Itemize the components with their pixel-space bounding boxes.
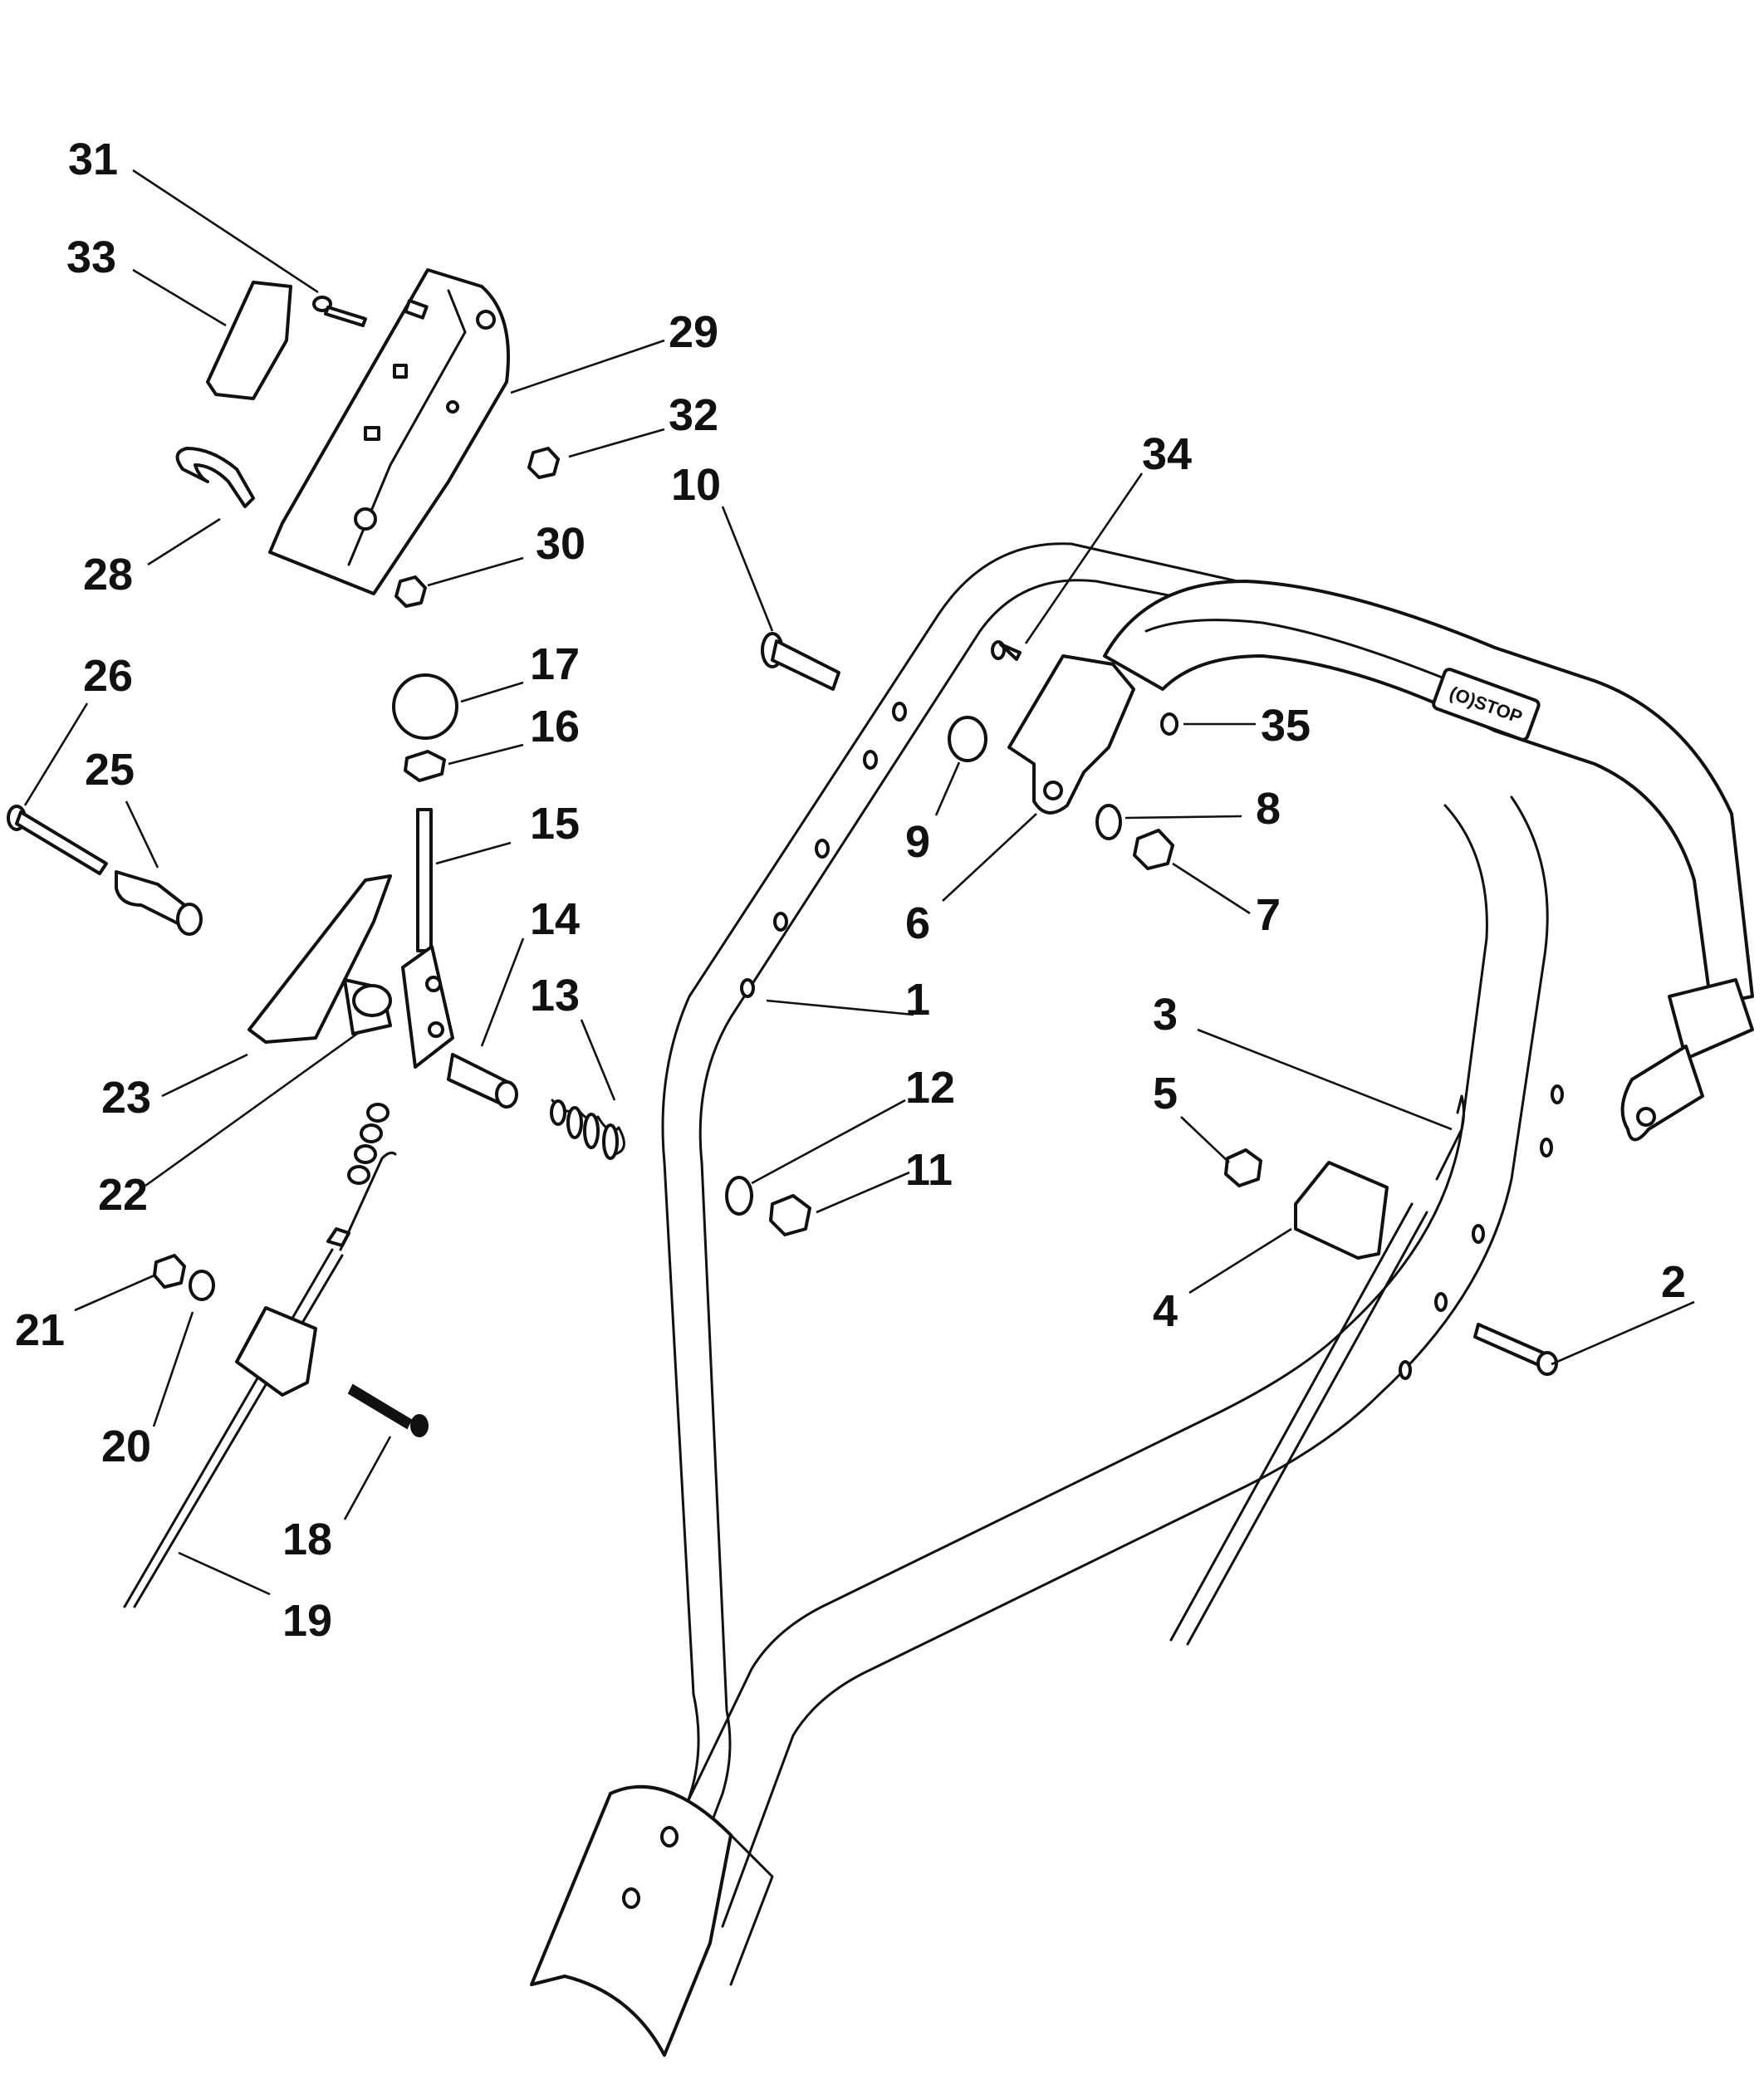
spring-13	[550, 1099, 625, 1160]
washer-8	[1095, 804, 1122, 840]
callout-26: 26	[83, 651, 133, 701]
callout-labels: 1 2 3 4 5 6 7 8 9 10 11 12 13 14 15 16 1…	[15, 135, 1686, 1646]
callout-11: 11	[905, 1145, 953, 1195]
callout-10: 10	[671, 460, 721, 510]
nut-30	[394, 575, 427, 608]
housing-cover	[206, 281, 292, 400]
clip-4	[1294, 1161, 1389, 1260]
callout-7: 7	[1256, 890, 1281, 940]
leader-lines	[23, 169, 1695, 1596]
cable-19	[123, 1103, 397, 1608]
callout-16: 16	[530, 702, 580, 751]
callout-21: 21	[15, 1305, 65, 1355]
plate-23	[247, 874, 392, 1044]
screw-2	[1473, 1323, 1558, 1376]
bushing-25	[115, 870, 203, 936]
callout-18: 18	[282, 1515, 332, 1564]
screw-31	[312, 296, 367, 327]
callout-12: 12	[905, 1063, 955, 1113]
callout-2: 2	[1661, 1257, 1686, 1307]
callout-6: 6	[905, 898, 930, 948]
callout-8: 8	[1256, 784, 1281, 834]
frame-holes	[740, 702, 1564, 1380]
callout-5: 5	[1153, 1069, 1178, 1118]
knob-17	[392, 673, 458, 740]
bolt-10	[761, 632, 840, 691]
bushing-22	[343, 978, 392, 1035]
callout-15: 15	[530, 799, 580, 849]
callout-13: 13	[530, 971, 580, 1020]
callout-19: 19	[282, 1596, 332, 1646]
washer-35	[1160, 712, 1178, 736]
callout-3: 3	[1153, 990, 1178, 1040]
washer-20	[189, 1270, 215, 1301]
callout-31: 31	[68, 135, 118, 184]
nut-5	[1224, 1148, 1262, 1187]
spacer-9	[948, 716, 987, 762]
callout-9: 9	[905, 817, 930, 867]
washer-12	[725, 1176, 753, 1216]
callout-20: 20	[101, 1422, 151, 1471]
lever-rod	[401, 808, 454, 1069]
nut-32	[527, 447, 560, 479]
handle-frame: (O)STOP	[530, 542, 1754, 2057]
nut-7	[1133, 829, 1174, 870]
callout-28: 28	[83, 550, 133, 600]
callout-22: 22	[98, 1170, 148, 1220]
bracket-6	[1007, 654, 1135, 815]
cable-clamp	[235, 1306, 317, 1397]
callout-4: 4	[1153, 1286, 1178, 1336]
nut-11	[769, 1194, 811, 1236]
pin-34	[991, 640, 1022, 661]
callout-29: 29	[669, 307, 718, 357]
hook-bolt	[175, 447, 255, 508]
bolt-26	[7, 805, 108, 875]
callout-34: 34	[1142, 429, 1192, 479]
callout-23: 23	[101, 1073, 151, 1123]
callout-17: 17	[530, 639, 580, 689]
cable-end-3	[1435, 1094, 1465, 1181]
callout-25: 25	[85, 745, 135, 795]
callout-33: 33	[66, 232, 116, 282]
callout-35: 35	[1261, 701, 1311, 751]
screw-18	[347, 1383, 429, 1437]
sleeve-14	[447, 1053, 518, 1109]
nut-16	[404, 750, 446, 782]
control-housing	[268, 268, 510, 595]
callout-1: 1	[905, 975, 930, 1025]
nut-21	[153, 1254, 186, 1289]
callout-32: 32	[669, 390, 718, 440]
callout-30: 30	[536, 519, 586, 569]
callout-14: 14	[530, 894, 580, 944]
